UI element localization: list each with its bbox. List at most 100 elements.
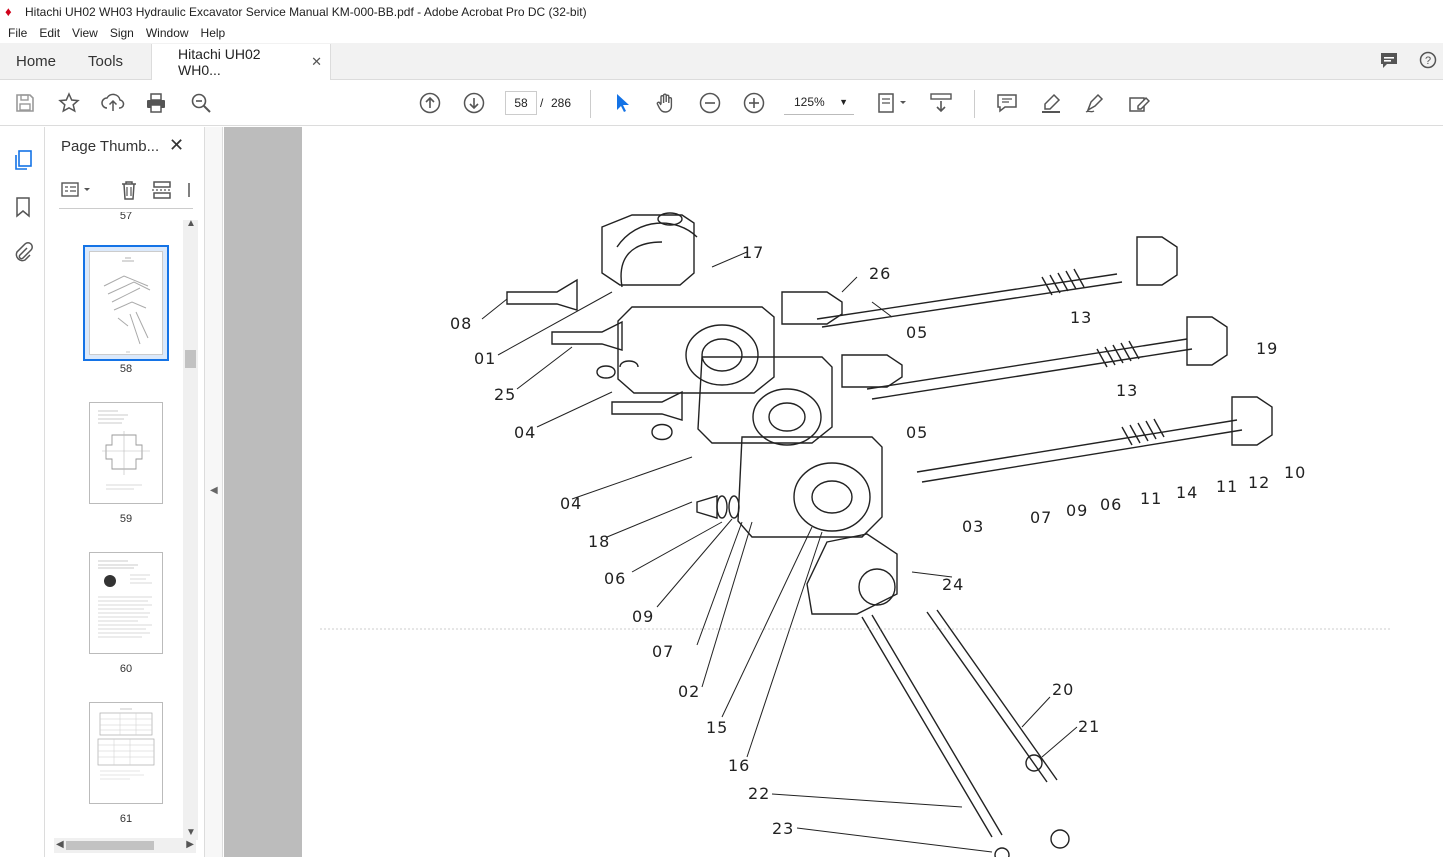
page-number-input[interactable]: 58	[505, 91, 537, 115]
tab-bar: Home Tools Hitachi UH02 WH0... ✕ ?	[0, 43, 1443, 80]
thumbnail-page-61[interactable]	[89, 702, 163, 804]
scroll-left-icon[interactable]: ◀	[56, 839, 64, 850]
menu-file[interactable]: File	[8, 26, 28, 40]
highlight-pen-icon[interactable]	[1039, 91, 1063, 115]
fit-page-icon[interactable]	[876, 91, 910, 115]
callout-label: 13	[1116, 381, 1139, 400]
help-icon[interactable]: ?	[1419, 51, 1437, 72]
save-icon[interactable]	[13, 91, 37, 115]
toolbar-divider	[590, 90, 591, 118]
zoom-in-icon[interactable]	[742, 91, 766, 115]
menu-sign[interactable]: Sign	[109, 26, 134, 40]
menu-window[interactable]: Window	[145, 26, 189, 40]
callout-label: 14	[1176, 483, 1199, 502]
callout-label: 17	[742, 243, 765, 262]
callout-label: 21	[1078, 717, 1101, 736]
pdf-page[interactable]: 17 26 08 01 05 13 25 13 19 04 05 10 12 1…	[302, 127, 1443, 857]
panel-title: Page Thumb...	[61, 138, 160, 155]
select-cursor-icon[interactable]	[610, 91, 634, 115]
callout-label: 25	[494, 385, 517, 404]
panel-splitter[interactable]: ◀	[205, 127, 223, 857]
callout-label: 05	[906, 323, 929, 342]
menu-help[interactable]: Help	[200, 26, 226, 40]
hand-tool-icon[interactable]	[654, 91, 678, 115]
thumbnail-options-icon[interactable]	[61, 181, 93, 202]
page-thumbnails-panel: Page Thumb... ✕ 57 58	[45, 127, 205, 857]
callout-label: 20	[1052, 680, 1075, 699]
tab-home[interactable]: Home	[16, 52, 57, 70]
next-page-icon[interactable]	[462, 91, 486, 115]
menu-edit[interactable]: Edit	[39, 26, 61, 40]
star-icon[interactable]	[57, 91, 81, 115]
thumbnail-page-60[interactable]	[89, 552, 163, 654]
extract-pages-icon[interactable]	[151, 179, 173, 204]
callout-label: 11	[1216, 477, 1239, 496]
callout-label: 23	[772, 819, 795, 838]
toolbar	[0, 80, 1443, 126]
attachment-icon[interactable]	[10, 239, 36, 265]
callout-label: 06	[604, 569, 627, 588]
scroll-down-icon[interactable]: ▼	[186, 827, 196, 838]
acrobat-icon: ♦	[5, 3, 12, 19]
zoom-level-dropdown[interactable]: 125% ▼	[784, 91, 854, 115]
tab-tools[interactable]: Tools	[88, 52, 124, 70]
callout-label: 09	[632, 607, 655, 626]
thumbnail-label: 57	[119, 212, 133, 222]
page-separator: /	[540, 96, 544, 110]
exploded-view-diagram	[320, 212, 1392, 857]
zoom-search-icon[interactable]	[189, 91, 213, 115]
edit-stamp-icon[interactable]	[1127, 91, 1151, 115]
callout-label: 09	[1066, 501, 1089, 520]
callout-label: 24	[942, 575, 965, 594]
menu-view[interactable]: View	[72, 26, 98, 40]
thumbnail-page-59[interactable]	[89, 402, 163, 504]
callout-label: 04	[560, 494, 583, 513]
callout-label: 06	[1100, 495, 1123, 514]
svg-text:?: ?	[1425, 55, 1431, 67]
zoom-level-value: 125%	[794, 95, 825, 109]
scroll-up-icon[interactable]: ▲	[186, 218, 196, 229]
previous-page-icon[interactable]	[418, 91, 442, 115]
callout-label: 19	[1256, 339, 1279, 358]
callout-label: 01	[474, 349, 497, 368]
tab-document[interactable]: Hitachi UH02 WH0... ✕	[151, 44, 332, 80]
thumbnail-list: 57 58 59	[45, 212, 183, 842]
callout-label: 18	[588, 532, 611, 551]
chevron-down-icon: ▼	[839, 97, 848, 107]
thumbnail-preview	[89, 251, 163, 355]
callout-label: 26	[869, 264, 892, 283]
thumbnail-page-58[interactable]	[83, 245, 169, 361]
more-tools-icon[interactable]	[185, 179, 193, 204]
page-thumbnails-icon[interactable]	[10, 147, 36, 173]
close-tab-icon[interactable]: ✕	[311, 54, 323, 69]
callout-label: 03	[962, 517, 985, 536]
scroll-right-icon[interactable]: ▶	[186, 839, 194, 850]
callout-label: 11	[1140, 489, 1163, 508]
comment-bubble-icon[interactable]	[1379, 51, 1399, 72]
collapse-panel-icon[interactable]: ◀	[210, 485, 218, 496]
callout-label: 07	[1030, 508, 1053, 527]
panel-toolbar	[59, 177, 193, 209]
scrollbar-thumb[interactable]	[185, 350, 196, 368]
left-rail	[0, 127, 45, 857]
bookmark-icon[interactable]	[10, 194, 36, 220]
thumbnail-label: 58	[119, 363, 133, 375]
callout-label: 15	[706, 718, 729, 737]
zoom-out-icon[interactable]	[698, 91, 722, 115]
print-icon[interactable]	[144, 91, 168, 115]
page-total: 286	[551, 96, 572, 110]
close-panel-icon[interactable]: ✕	[169, 135, 185, 155]
callout-label: 16	[728, 756, 751, 775]
tab-document-label: Hitachi UH02 WH0...	[178, 46, 261, 78]
thumbnail-hscrollbar[interactable]: ◀ ▶	[54, 838, 196, 853]
draw-sign-icon[interactable]	[1083, 91, 1107, 115]
callout-label: 12	[1248, 473, 1271, 492]
hscrollbar-thumb[interactable]	[66, 841, 154, 850]
toolbar-divider	[974, 90, 975, 118]
comment-icon[interactable]	[995, 91, 1019, 115]
thumbnail-scrollbar[interactable]: ▲ ▼	[183, 218, 198, 840]
scroll-mode-icon[interactable]	[929, 91, 953, 115]
share-upload-icon[interactable]	[101, 91, 125, 115]
delete-page-icon[interactable]	[119, 179, 139, 204]
callout-label: 13	[1070, 308, 1093, 327]
